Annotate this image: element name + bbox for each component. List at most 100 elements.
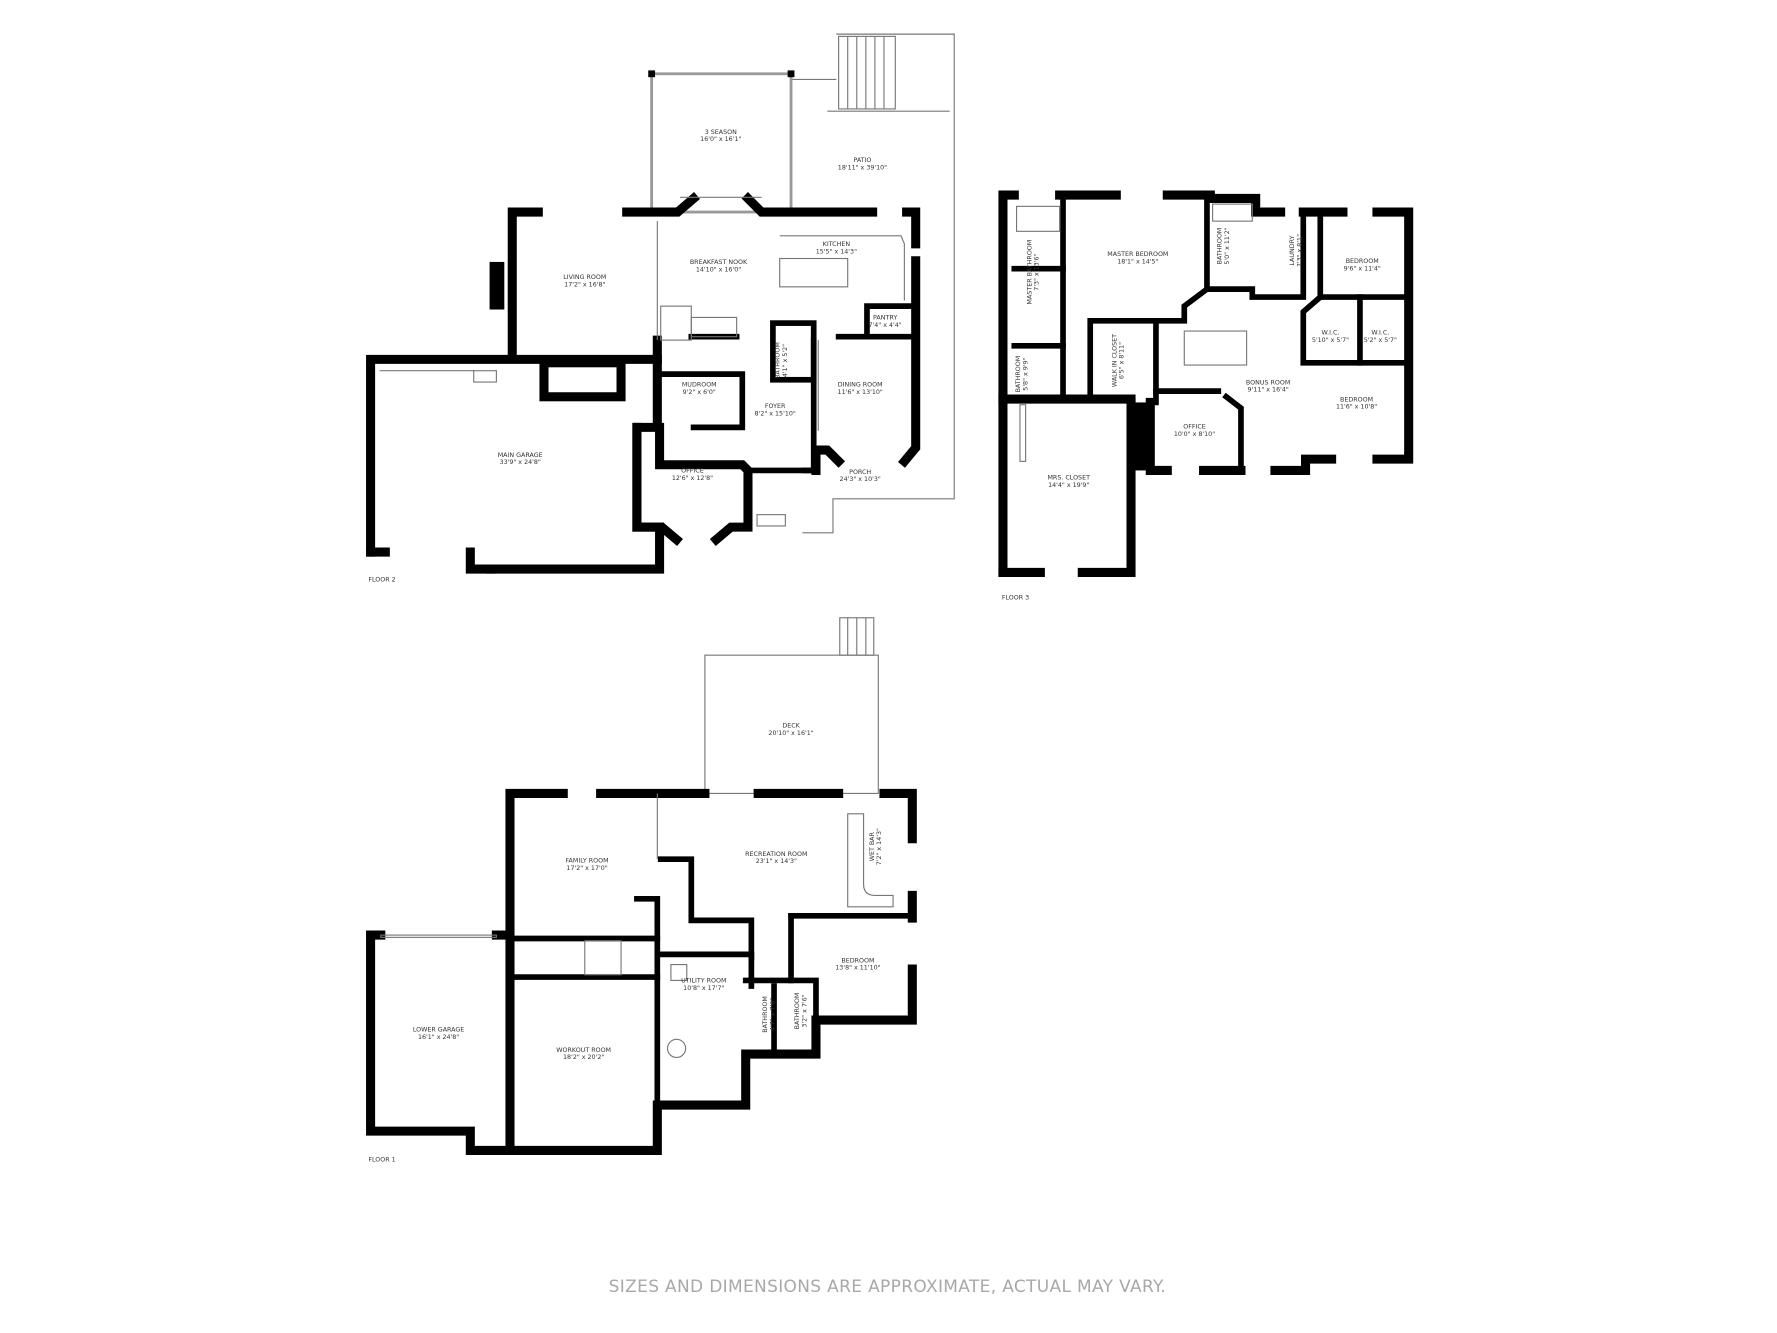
patio-outline <box>791 33 955 534</box>
room-dimensions: 24'3" x 10'3" <box>840 476 881 483</box>
room-dimensions: 18'2" x 20'2" <box>563 1054 604 1061</box>
room-dimensions: 14'10" x 16'0" <box>696 267 741 274</box>
room-dimensions: 10'0" x 8'10" <box>1174 431 1215 438</box>
room-name: UTILITY ROOM <box>681 978 726 985</box>
room-name: MASTER BEDROOM <box>1107 251 1168 258</box>
room-dimensions: 7'4" x 4'4" <box>869 322 902 329</box>
room-name: PANTRY <box>873 315 897 322</box>
floor-3-walls <box>998 190 1414 577</box>
deck-outline <box>704 617 879 794</box>
room-name: W.I.C. <box>1371 329 1389 336</box>
room-name: WALK IN CLOSET <box>1111 334 1118 387</box>
room-name: LAUNDRY <box>1289 235 1296 265</box>
room-dimensions: 20'10" x 16'1" <box>768 730 813 737</box>
disclaimer: SIZES AND DIMENSIONS ARE APPROXIMATE, AC… <box>609 1277 1166 1297</box>
floor-2-label: FLOOR 2 <box>368 577 395 584</box>
room-name: W.I.C. <box>1322 329 1340 336</box>
three-season-room-walls <box>648 70 795 214</box>
room-dimensions: 33'9" x 24'8" <box>500 459 541 466</box>
floor-2-plan <box>366 33 955 574</box>
room-name: LOWER GARAGE <box>413 1026 464 1033</box>
room-name: BEDROOM <box>1340 396 1373 403</box>
room-dimensions: 18'11" x 39'10" <box>838 165 887 172</box>
room-name: MUDROOM <box>682 382 717 389</box>
room-dimensions: 6'5" x 8'11" <box>1119 342 1126 379</box>
room-dimensions: 10'8" x 17'7" <box>683 985 724 992</box>
room-dimensions: 12'6" x 12'8" <box>672 475 713 482</box>
room-name: BONUS ROOM <box>1246 379 1290 386</box>
room-name: MAIN GARAGE <box>498 452 543 459</box>
room-name: BREAKFAST NOOK <box>690 259 748 266</box>
room-dimensions: 17'2" x 17'0" <box>566 865 607 872</box>
room-name: RECREATION ROOM <box>745 851 807 858</box>
room-dimensions: 3'2" x 7'6" <box>801 994 808 1027</box>
floor-2-walls <box>366 192 921 574</box>
room-dimensions: 14'4" x 19'9" <box>1048 482 1089 489</box>
room-name: BATHROOM <box>762 996 769 1033</box>
room-name: KITCHEN <box>823 241 851 248</box>
room-dimensions: 9'2" x 6'0" <box>683 389 716 396</box>
room-dimensions: 5'8" x 9'9" <box>1022 357 1029 390</box>
room-dimensions: 4'7" x 7'6" <box>770 998 777 1031</box>
room-name: BATHROOM <box>794 993 801 1030</box>
room-name: BEDROOM <box>1346 258 1379 265</box>
room-name: BATHROOM <box>775 342 782 379</box>
room-dimensions: 7'3" x 8'1" <box>1297 234 1304 267</box>
floor-3-plan <box>998 190 1414 577</box>
floor-1-walls <box>366 788 917 1155</box>
room-name: OFFICE <box>1183 424 1206 431</box>
room-name: OFFICE <box>681 468 704 475</box>
room-name: DINING ROOM <box>838 382 883 389</box>
floor-3-label: FLOOR 3 <box>1002 595 1029 602</box>
room-dimensions: 16'1" x 24'8" <box>418 1034 459 1041</box>
room-dimensions: 7'2" x 14'3" <box>876 828 883 865</box>
room-dimensions: 15'5" x 14'3" <box>816 248 857 255</box>
room-name: FAMILY ROOM <box>565 858 608 865</box>
room-name: PATIO <box>853 157 871 164</box>
room-name: LIVING ROOM <box>563 274 606 281</box>
room-name: 3 SEASON <box>705 129 737 136</box>
room-name: PORCH <box>849 469 871 476</box>
floor-1-plan <box>366 617 917 1155</box>
room-dimensions: 4'1" x 5'2" <box>782 344 789 377</box>
room-dimensions: 23'1" x 14'3" <box>756 858 797 865</box>
room-dimensions: 11'6" x 10'8" <box>1336 404 1377 411</box>
room-dimensions: 5'0" x 11'2" <box>1224 227 1231 264</box>
room-dimensions: 11'6" x 13'10" <box>838 389 883 396</box>
floor-2-fixtures <box>379 196 905 527</box>
room-dimensions: 8'2" x 15'10" <box>755 410 796 417</box>
room-name: BATHROOM <box>1217 228 1224 265</box>
room-label: W.I.C.5'10" x 5'7" <box>1312 329 1349 343</box>
